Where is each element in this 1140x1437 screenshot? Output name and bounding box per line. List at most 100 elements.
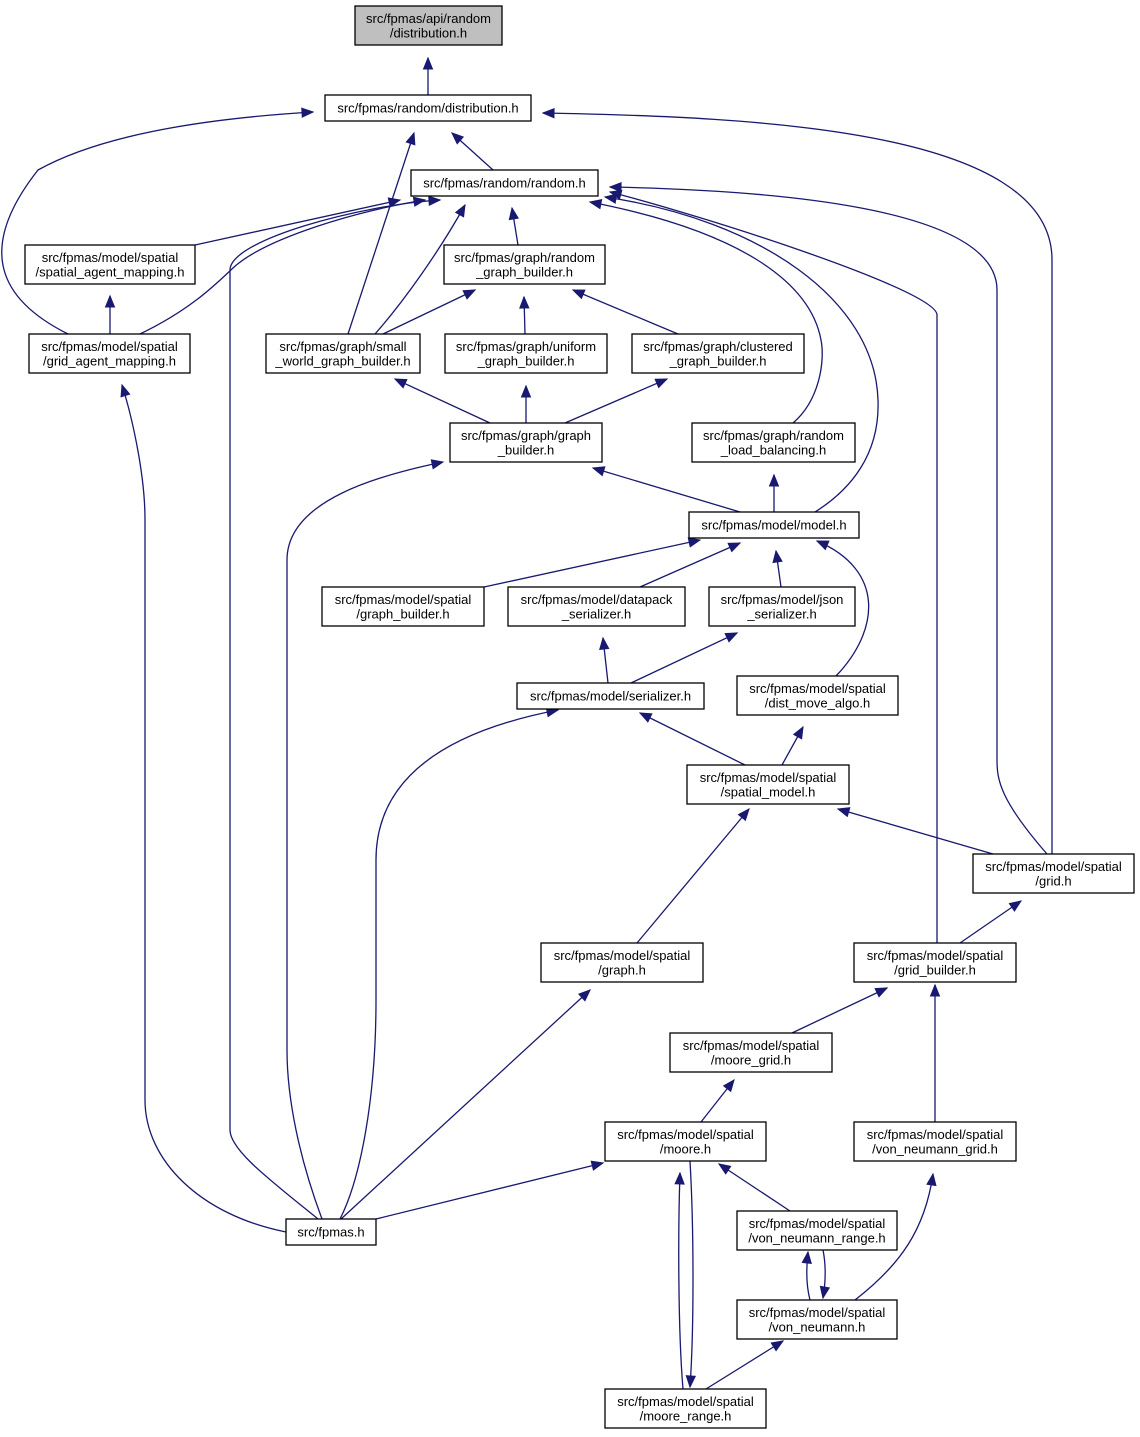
arrowhead	[1008, 900, 1023, 912]
edge-line	[854, 1173, 934, 1301]
edge-grid_agent_mapping-to-random_distribution	[1, 107, 315, 335]
node-box	[972, 853, 1135, 894]
node-label-line: /moore_grid.h	[711, 1052, 791, 1067]
arrowhead	[815, 540, 830, 551]
node-box	[265, 333, 421, 374]
edge-moore-to-moore_range	[685, 1160, 697, 1389]
node-label-line: /spatial_agent_mapping.h	[36, 264, 185, 279]
node-grid_agent_mapping[interactable]: src/fpmas/model/spatial/grid_agent_mappi…	[28, 333, 191, 374]
edge-line	[678, 1172, 684, 1390]
node-random_distribution[interactable]: src/fpmas/random/distribution.h	[324, 94, 532, 122]
node-spatial_graph[interactable]: src/fpmas/model/spatial/graph.h	[540, 942, 704, 983]
node-clustered_graph_builder[interactable]: src/fpmas/graph/clustered_graph_builder.…	[631, 333, 805, 374]
node-box	[507, 586, 686, 627]
node-label-line: src/fpmas/model/spatial	[749, 681, 886, 696]
node-grid[interactable]: src/fpmas/model/spatial/grid.h	[972, 853, 1135, 894]
node-moore_grid[interactable]: src/fpmas/model/spatial/moore_grid.h	[669, 1032, 833, 1073]
node-box	[540, 942, 704, 983]
edge-graph_builder-to-uniform_graph_builder	[520, 384, 532, 423]
node-spatial_agent_mapping[interactable]: src/fpmas/model/spatial/spatial_agent_ma…	[24, 244, 196, 285]
arrowhead	[430, 459, 445, 470]
edge-line	[340, 989, 591, 1220]
node-api_distribution[interactable]: src/fpmas/api/random/distribution.h	[354, 5, 503, 46]
node-label-line: src/fpmas.h	[297, 1225, 364, 1240]
node-random_random[interactable]: src/fpmas/random/random.h	[410, 169, 599, 197]
node-box	[449, 422, 603, 463]
edge-grid_builder-to-grid	[959, 900, 1023, 944]
node-von_neumann_range[interactable]: src/fpmas/model/spatial/von_neumann_rang…	[736, 1210, 898, 1251]
edge-moore-to-moore_grid	[700, 1078, 735, 1123]
edge-line	[609, 186, 1048, 855]
node-label-line: /von_neumann_grid.h	[872, 1141, 998, 1156]
edge-line	[705, 1340, 784, 1390]
node-label-line: src/fpmas/graph/random	[703, 428, 844, 443]
node-label-line: src/fpmas/model/spatial	[617, 1127, 754, 1142]
node-serializer[interactable]: src/fpmas/model/serializer.h	[516, 682, 705, 710]
node-moore[interactable]: src/fpmas/model/spatial/moore.h	[604, 1121, 767, 1162]
edge-von_neumann_grid-to-grid_builder	[929, 983, 941, 1122]
node-label-line: _serializer.h	[746, 606, 816, 621]
node-label-line: /moore.h	[660, 1141, 711, 1156]
node-label-line: _serializer.h	[561, 606, 631, 621]
node-box	[321, 586, 485, 627]
arrowhead	[590, 1160, 605, 1171]
edges-layer	[1, 56, 1053, 1390]
arrowhead	[599, 636, 610, 651]
edge-moore_range-to-moore	[674, 1171, 685, 1390]
node-label-line: /graph.h	[598, 962, 646, 977]
edge-grid-to-random_random	[608, 181, 1048, 855]
node-small_world[interactable]: src/fpmas/graph/small_world_graph_builde…	[265, 333, 421, 374]
node-box	[688, 511, 860, 539]
node-random_load_balancing[interactable]: src/fpmas/graph/random_load_balancing.h	[691, 422, 856, 463]
node-label-line: /grid_builder.h	[894, 962, 976, 977]
edge-line	[837, 808, 994, 855]
arrowhead	[577, 989, 591, 1002]
node-datapack_serializer[interactable]: src/fpmas/model/datapack_serializer.h	[507, 586, 686, 627]
node-label-line: /graph_builder.h	[356, 606, 449, 621]
node-von_neumann[interactable]: src/fpmas/model/spatial/von_neumann.h	[736, 1299, 898, 1340]
edge-moore_range-to-von_neumann	[705, 1340, 785, 1390]
arrowhead	[770, 1340, 785, 1352]
node-dist_move_algo[interactable]: src/fpmas/model/spatial/dist_move_algo.h	[736, 675, 899, 716]
edge-grid-to-spatial_model	[836, 807, 994, 855]
node-box	[410, 169, 599, 197]
arrowhead	[792, 725, 804, 740]
edge-spatial_graph_builder-to-model	[483, 537, 702, 588]
arrowhead	[722, 1078, 735, 1093]
node-spatial_model[interactable]: src/fpmas/model/spatial/spatial_model.h	[686, 764, 850, 805]
node-box	[736, 1210, 898, 1251]
node-box	[604, 1121, 767, 1162]
arrowhead	[737, 807, 750, 822]
edge-line	[592, 467, 741, 513]
node-model[interactable]: src/fpmas/model/model.h	[688, 511, 860, 539]
edge-fpmas-to-moore	[375, 1160, 605, 1220]
edge-line	[639, 542, 741, 588]
node-moore_range[interactable]: src/fpmas/model/spatial/moore_range.h	[604, 1388, 767, 1429]
arrowhead	[926, 1172, 937, 1187]
node-fpmas[interactable]: src/fpmas.h	[285, 1218, 377, 1246]
node-label-line: src/fpmas/model/spatial	[749, 1216, 886, 1231]
node-uniform_graph_builder[interactable]: src/fpmas/graph/uniform_graph_builder.h	[444, 333, 608, 374]
node-spatial_graph_builder[interactable]: src/fpmas/model/spatial/graph_builder.h	[321, 586, 485, 627]
node-label-line: src/fpmas/model/model.h	[701, 518, 846, 533]
node-label-line: /moore_range.h	[640, 1408, 732, 1423]
node-random_graph_builder[interactable]: src/fpmas/graph/random_graph_builder.h	[443, 244, 606, 285]
edge-line	[816, 540, 870, 677]
node-json_serializer[interactable]: src/fpmas/model/json_serializer.h	[708, 586, 856, 627]
arrowhead	[608, 189, 623, 200]
node-box	[354, 5, 503, 46]
node-grid_builder[interactable]: src/fpmas/model/spatial/grid_builder.h	[853, 942, 1017, 983]
node-von_neumann_grid[interactable]: src/fpmas/model/spatial/von_neumann_grid…	[853, 1121, 1017, 1162]
edge-json_serializer-to-model	[772, 549, 783, 588]
node-graph_builder[interactable]: src/fpmas/graph/graph_builder.h	[449, 422, 603, 463]
edge-line	[394, 378, 491, 424]
edge-spatial_model-to-serializer	[638, 712, 746, 766]
edge-graph_builder-to-small_world	[393, 378, 491, 424]
node-box	[669, 1032, 833, 1073]
arrowhead	[120, 383, 131, 398]
edge-line	[791, 987, 888, 1034]
node-label-line: _graph_builder.h	[477, 353, 575, 368]
edge-von_neumann_range-to-von_neumann	[819, 1249, 831, 1300]
edge-line	[572, 289, 679, 335]
edge-graph_builder-to-clustered_graph_builder	[564, 378, 669, 424]
